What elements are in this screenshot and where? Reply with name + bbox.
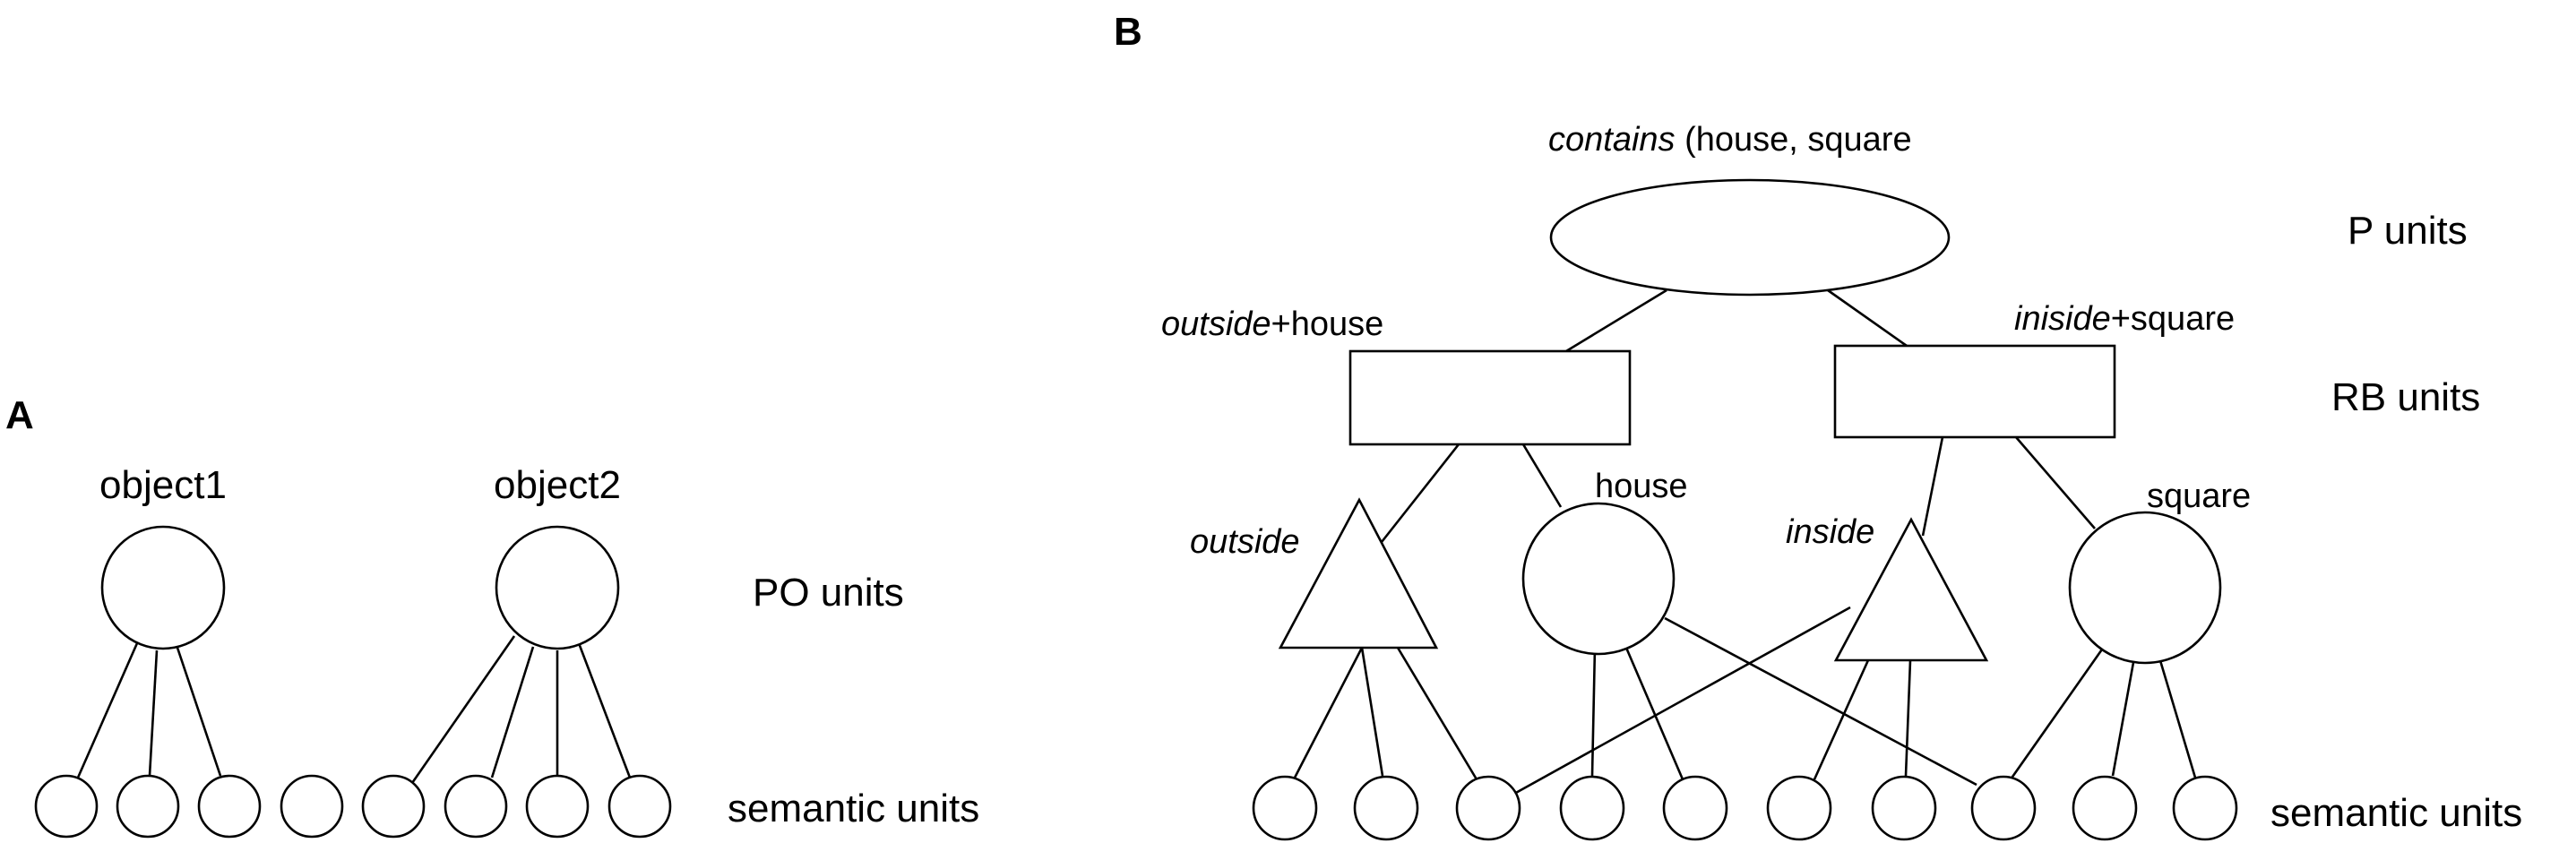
- po-unit-node: [495, 525, 620, 650]
- edge: [2111, 657, 2136, 777]
- semantic-unit-node: [1766, 775, 1832, 841]
- semantic-unit-node: [607, 774, 672, 839]
- panel-b-label: B: [1114, 10, 1142, 54]
- edge: [2015, 436, 2096, 529]
- edge: [1565, 288, 1667, 353]
- edge: [148, 649, 159, 777]
- role-unit-node: [1278, 497, 1439, 649]
- po-units-row-label: PO units: [753, 571, 904, 615]
- semantic-unit-node: [197, 774, 262, 839]
- semantic-unit-node: [2072, 775, 2138, 841]
- edge: [1360, 647, 1384, 777]
- rb-unit-label-italic: iniside: [2014, 300, 2111, 338]
- p-unit-label-italic: contains: [1548, 121, 1676, 159]
- edge: [577, 642, 632, 778]
- semantic-unit-node: [1252, 775, 1318, 841]
- object-unit-node: [2068, 511, 2222, 665]
- panel-b-semantic-units: [1252, 775, 2238, 841]
- edge: [1396, 647, 1478, 780]
- edge: [1921, 436, 1944, 537]
- rb-unit-node: [1833, 344, 2116, 439]
- edge: [1622, 641, 1684, 780]
- semantic-unit-node: [2172, 775, 2238, 841]
- object-unit-label: square: [2147, 477, 2251, 515]
- edge: [410, 635, 516, 784]
- object-unit-node: [1521, 502, 1676, 656]
- p-unit-label-rest: (house, square: [1676, 121, 1912, 159]
- edge: [1521, 443, 1563, 508]
- edge: [1590, 646, 1597, 777]
- semantic-unit-node: [444, 774, 508, 839]
- semantic-unit-node: [116, 774, 180, 839]
- po-unit-label: object1: [99, 463, 227, 507]
- semantic-unit-node: [1871, 775, 1937, 841]
- po-unit-node: [100, 525, 226, 650]
- rb-unit-node: [1348, 349, 1632, 446]
- semantic-unit-node: [1455, 775, 1521, 841]
- semantic-units-row-label-a: semantic units: [728, 787, 979, 830]
- edge: [1813, 659, 1870, 780]
- rb-unit-label: outside+house: [1161, 305, 1383, 343]
- semantic-unit-node: [361, 774, 426, 839]
- edge: [2158, 657, 2197, 778]
- edge: [2009, 646, 2106, 780]
- semantic-units-row-label-b: semantic units: [2270, 791, 2522, 835]
- role-unit-label: outside: [1190, 523, 1300, 561]
- edge: [490, 646, 535, 778]
- semantic-unit-node: [1559, 775, 1625, 841]
- rb-unit-label-rest: +square: [2111, 300, 2235, 338]
- role-unit-label: inside: [1786, 513, 1874, 551]
- semantic-unit-node: [1353, 775, 1419, 841]
- edge: [1827, 288, 1908, 348]
- edge: [1664, 616, 1977, 787]
- panel-a: A object1 object2 PO units sema: [5, 393, 979, 839]
- panel-a-edges: [76, 635, 632, 784]
- edge: [1292, 647, 1364, 780]
- rb-unit-label-italic: outside: [1161, 305, 1271, 343]
- edge: [1904, 659, 1912, 777]
- semantic-unit-node: [34, 774, 99, 839]
- panel-a-label: A: [5, 393, 34, 437]
- panel-b: B: [1114, 10, 2522, 841]
- edge: [1380, 443, 1460, 543]
- semantic-unit-node: [1662, 775, 1728, 841]
- p-unit-node: [1549, 178, 1951, 297]
- edge: [1513, 606, 1851, 796]
- edge: [175, 644, 222, 777]
- object-unit-label: house: [1595, 468, 1688, 505]
- p-units-row-label: P units: [2348, 209, 2468, 253]
- rb-unit-label-rest: +house: [1271, 305, 1384, 343]
- po-unit-label: object2: [494, 463, 621, 507]
- panel-a-semantic-units: [34, 774, 672, 839]
- panel-b-edges: [1292, 288, 2197, 796]
- semantic-unit-node: [280, 774, 344, 839]
- rb-unit-label: iniside+square: [2014, 300, 2235, 338]
- semantic-unit-node: [525, 774, 590, 839]
- semantic-unit-node: [1970, 775, 2037, 841]
- p-unit-label: contains (house, square: [1548, 121, 1912, 159]
- edge: [76, 642, 139, 778]
- rb-units-row-label: RB units: [2331, 375, 2480, 419]
- role-unit-node: [1833, 517, 1989, 662]
